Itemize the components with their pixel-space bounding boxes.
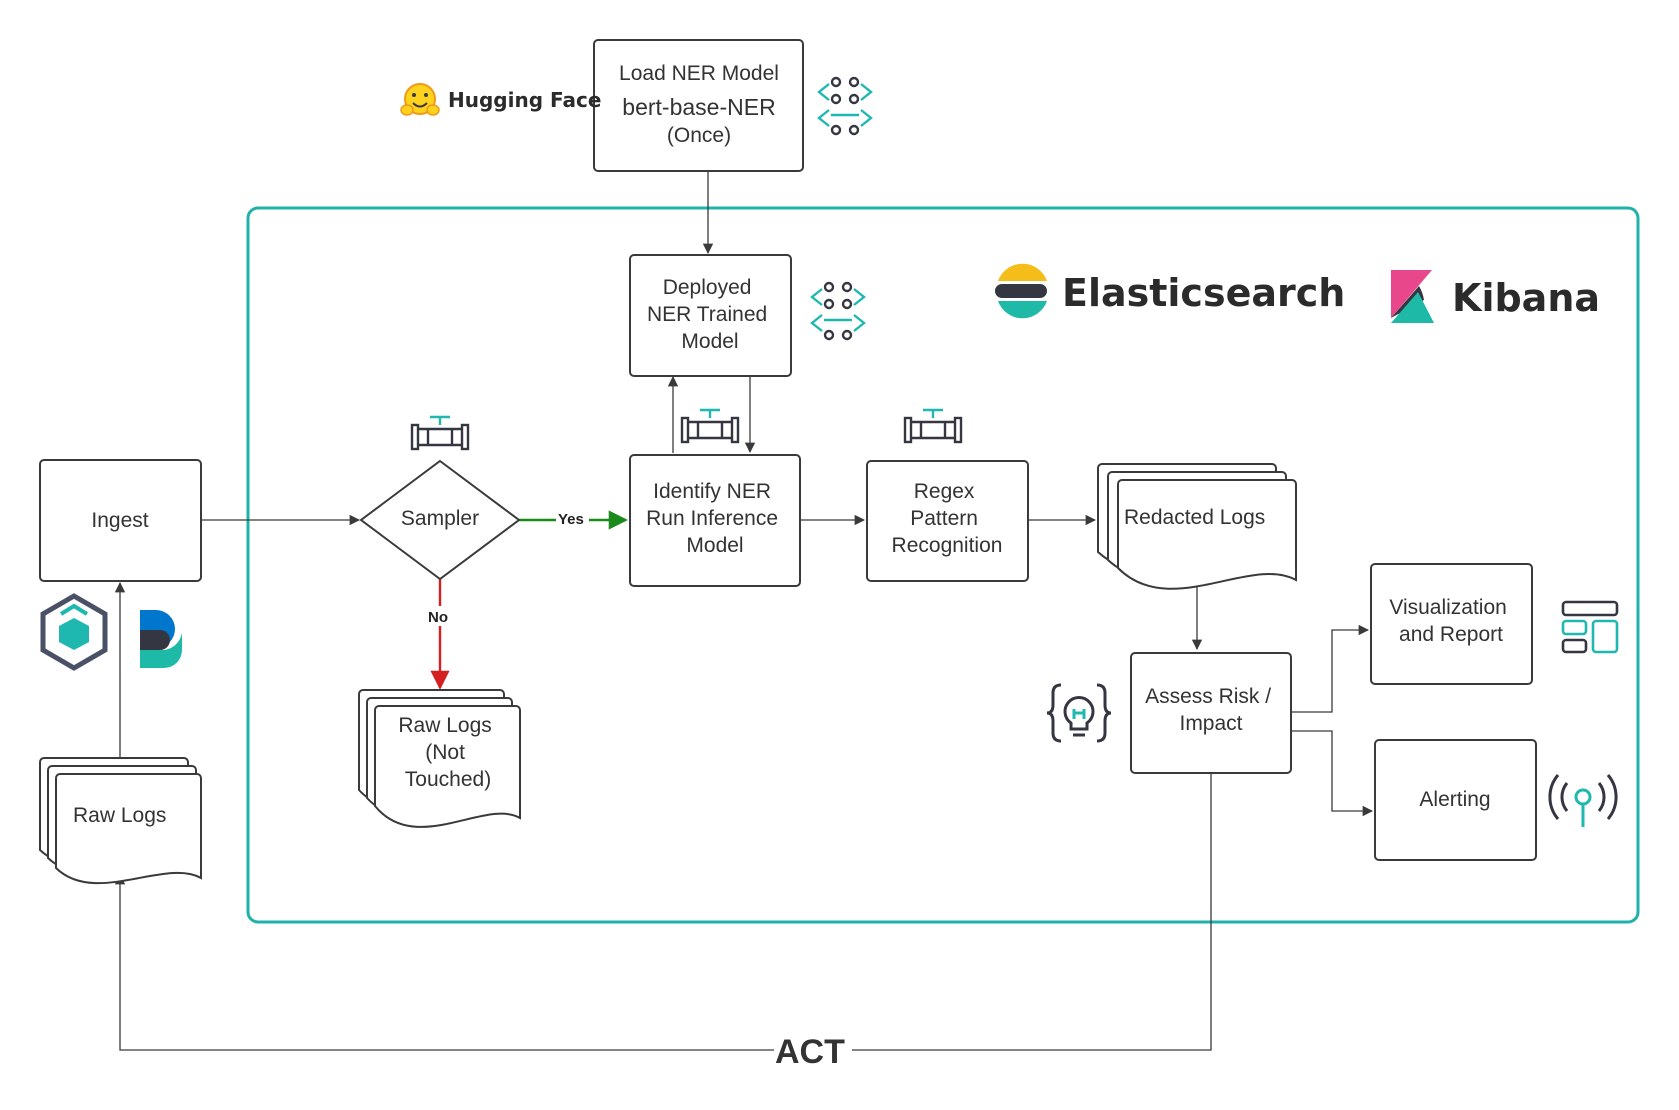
hexagon-stack-icon [40, 593, 108, 671]
node-ingest[interactable]: Ingest [39, 459, 202, 582]
node-redacted-logs[interactable]: Redacted Logs [1097, 463, 1297, 590]
pipe-valve-icon [903, 408, 963, 444]
kibana-icon [1391, 270, 1434, 323]
node-deployed-model[interactable]: Deployed NER Trained Model [629, 254, 792, 377]
elasticsearch-name: Elasticsearch [1062, 271, 1345, 315]
kibana-logo: Kibana [1391, 270, 1600, 323]
node-alerting[interactable]: Alerting [1374, 739, 1537, 861]
node-raw-logs[interactable]: Raw Logs [39, 757, 202, 885]
node-visualization[interactable]: Visualization and Report [1370, 563, 1533, 685]
edge-assess-to-alerting [1291, 730, 1374, 817]
load-model-line-1: Load NER Model [619, 62, 779, 85]
deployed-line-3: Model [681, 330, 738, 353]
node-regex[interactable]: Regex Pattern Recognition [866, 460, 1029, 582]
edge-label-no: No [428, 609, 448, 626]
svg-text:Regex Pattern Reco: Regex Pattern Recognition [892, 480, 1003, 557]
regex-line-3: Recognition [892, 534, 1003, 557]
node-assess[interactable]: Assess Risk / Impact [1130, 652, 1292, 774]
elasticsearch-icon [995, 263, 1047, 319]
kibana-name: Kibana [1452, 276, 1600, 320]
elastic-stack-container [246, 206, 1640, 924]
visualization-line-1: Visualization [1389, 596, 1507, 619]
svg-text:Deployed NER Trained: Deployed NER Trained Model [647, 276, 773, 353]
deployed-line-1: Deployed [663, 276, 752, 299]
assess-line-2: Impact [1179, 712, 1242, 735]
svg-text:Assess Risk / Impact: Assess Risk / Impact [1145, 685, 1277, 735]
hugging-face-emoji-icon [404, 83, 436, 115]
node-sampler[interactable]: Sampler [359, 459, 521, 581]
regex-line-1: Regex [914, 480, 975, 503]
elasticsearch-logo: Elasticsearch [995, 263, 1345, 319]
hugging-face-name: Hugging Face [448, 88, 601, 112]
pipe-valve-icon [680, 408, 740, 444]
assess-line-1: Assess Risk / [1145, 685, 1271, 708]
deployed-line-2: NER Trained [647, 303, 767, 326]
identify-line-1: Identify NER [653, 480, 771, 503]
svg-text:Ingest: Ingest [91, 509, 148, 532]
dashboard-layout-icon [1561, 600, 1619, 654]
beats-logo-icon [140, 610, 182, 668]
raw-untouched-line-3: Touched) [405, 768, 491, 791]
broadcast-signal-icon [1548, 774, 1618, 827]
svg-text:Raw Logs (Not Touc: Raw Logs (Not Touched) [398, 714, 497, 791]
svg-text:Load NER Model: Load NER Model [619, 62, 779, 85]
edge-label-yes: Yes [558, 511, 584, 528]
svg-text:(Once): (Once) [667, 124, 731, 147]
lightbulb-code-icon [1046, 683, 1112, 743]
neural-network-icon [810, 281, 866, 341]
svg-text:Raw Logs: Raw Logs [73, 804, 166, 827]
edge-act-feedback [120, 773, 1212, 1051]
raw-untouched-line-2: (Not [425, 741, 465, 764]
svg-text:Visualization and Report: Visualization and Report [1389, 596, 1512, 646]
sampler-label: Sampler [401, 507, 479, 530]
raw-logs-label: Raw Logs [73, 804, 166, 827]
svg-text:bert-base-NER: bert-base-NER [622, 94, 775, 120]
node-identify[interactable]: Identify NER Run Inference Model [629, 454, 801, 587]
neural-network-icon [817, 76, 873, 136]
ingest-label: Ingest [91, 509, 148, 532]
load-model-line-2: bert-base-NER [622, 94, 775, 120]
edge-assess-to-visualization [1291, 624, 1370, 713]
regex-line-2: Pattern [910, 507, 978, 530]
hugging-face-logo: Hugging Face [400, 83, 601, 116]
node-load-model[interactable]: Load NER Model bert-base-NER (Once) [593, 39, 804, 172]
svg-text:Alerting: Alerting [1419, 788, 1490, 811]
node-raw-logs-untouched[interactable]: Raw Logs (Not Touched) [358, 689, 521, 828]
edge-label-act: ACT [775, 1033, 845, 1071]
identify-line-3: Model [686, 534, 743, 557]
svg-text:Identify NER Run Inferen: Identify NER Run Inference Model [646, 480, 784, 557]
identify-line-2: Run Inference [646, 507, 778, 530]
redacted-logs-label: Redacted Logs [1124, 506, 1265, 529]
load-model-line-3: (Once) [667, 124, 731, 147]
svg-text:Redacted Logs: Redacted Logs [1124, 506, 1265, 529]
alerting-label: Alerting [1419, 788, 1490, 811]
edges [120, 171, 1374, 1051]
raw-untouched-line-1: Raw Logs [398, 714, 491, 737]
svg-text:Sampler: Sampler [401, 507, 479, 530]
visualization-line-2: and Report [1399, 623, 1503, 646]
pipe-valve-icon [410, 415, 470, 451]
